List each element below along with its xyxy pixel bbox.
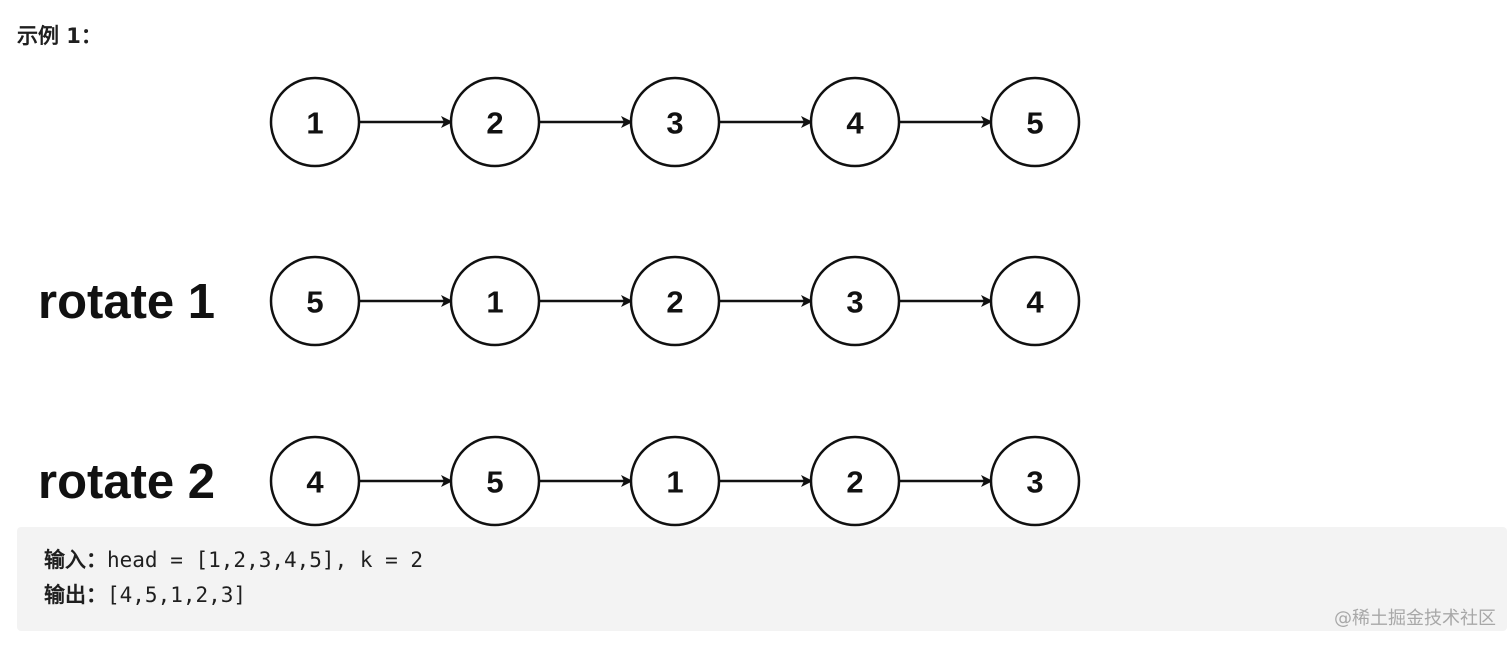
output-line: 输出：[4,5,1,2,3] bbox=[44, 580, 246, 610]
list-node-value: 5 bbox=[486, 465, 503, 500]
list-node-value: 4 bbox=[846, 106, 864, 141]
row-label: rotate 1 bbox=[38, 275, 215, 329]
list-node-circle bbox=[629, 76, 721, 168]
list-node-circle bbox=[269, 255, 361, 347]
list-node-circle bbox=[809, 76, 901, 168]
list-node-circle bbox=[449, 76, 541, 168]
example-title: 示例 1： bbox=[17, 24, 102, 48]
input-label: 输入： bbox=[44, 548, 107, 572]
list-node-value: 1 bbox=[666, 465, 683, 500]
list-node-circle bbox=[629, 255, 721, 347]
list-node-value: 3 bbox=[846, 285, 863, 320]
list-row-1: 1 2 3 4 5 bbox=[269, 76, 1081, 168]
list-node-circle bbox=[629, 435, 721, 527]
list-node-value: 5 bbox=[1026, 106, 1043, 141]
list-node-circle bbox=[989, 255, 1081, 347]
list-node-circle bbox=[269, 435, 361, 527]
list-node-value: 3 bbox=[666, 106, 683, 141]
list-node-circle bbox=[809, 255, 901, 347]
list-node-circle bbox=[449, 255, 541, 347]
list-row-2: rotate 1 5 1 2 3 4 bbox=[38, 255, 1081, 347]
list-node-value: 1 bbox=[306, 106, 323, 141]
list-node-value: 3 bbox=[1026, 465, 1043, 500]
watermark: @稀土掘金技术社区 bbox=[1334, 608, 1496, 629]
list-node-value: 4 bbox=[1026, 285, 1044, 320]
list-row-3: rotate 2 4 5 1 2 3 bbox=[38, 435, 1081, 527]
list-node-value: 2 bbox=[846, 465, 863, 500]
input-line: 输入：head = [1,2,3,4,5], k = 2 bbox=[44, 545, 423, 575]
list-node-value: 2 bbox=[486, 106, 503, 141]
list-node-value: 5 bbox=[306, 285, 323, 320]
example-code-block: 输入：head = [1,2,3,4,5], k = 2 输出：[4,5,1,2… bbox=[17, 527, 1507, 631]
list-node-circle bbox=[989, 76, 1081, 168]
output-value: [4,5,1,2,3] bbox=[107, 583, 247, 607]
output-label: 输出： bbox=[44, 583, 107, 607]
list-node-circle bbox=[449, 435, 541, 527]
row-label: rotate 2 bbox=[38, 455, 215, 509]
input-value: head = [1,2,3,4,5], k = 2 bbox=[107, 548, 424, 572]
linked-list-rotation-diagram: 1 2 3 4 5 rotate 1 5 1 2 3 4 rotate 2 4 5 1 2 3 bbox=[38, 76, 1081, 527]
list-node-value: 4 bbox=[306, 465, 324, 500]
list-node-value: 1 bbox=[486, 285, 503, 320]
list-node-value: 2 bbox=[666, 285, 683, 320]
list-node-circle bbox=[269, 76, 361, 168]
list-node-circle bbox=[989, 435, 1081, 527]
list-node-circle bbox=[809, 435, 901, 527]
